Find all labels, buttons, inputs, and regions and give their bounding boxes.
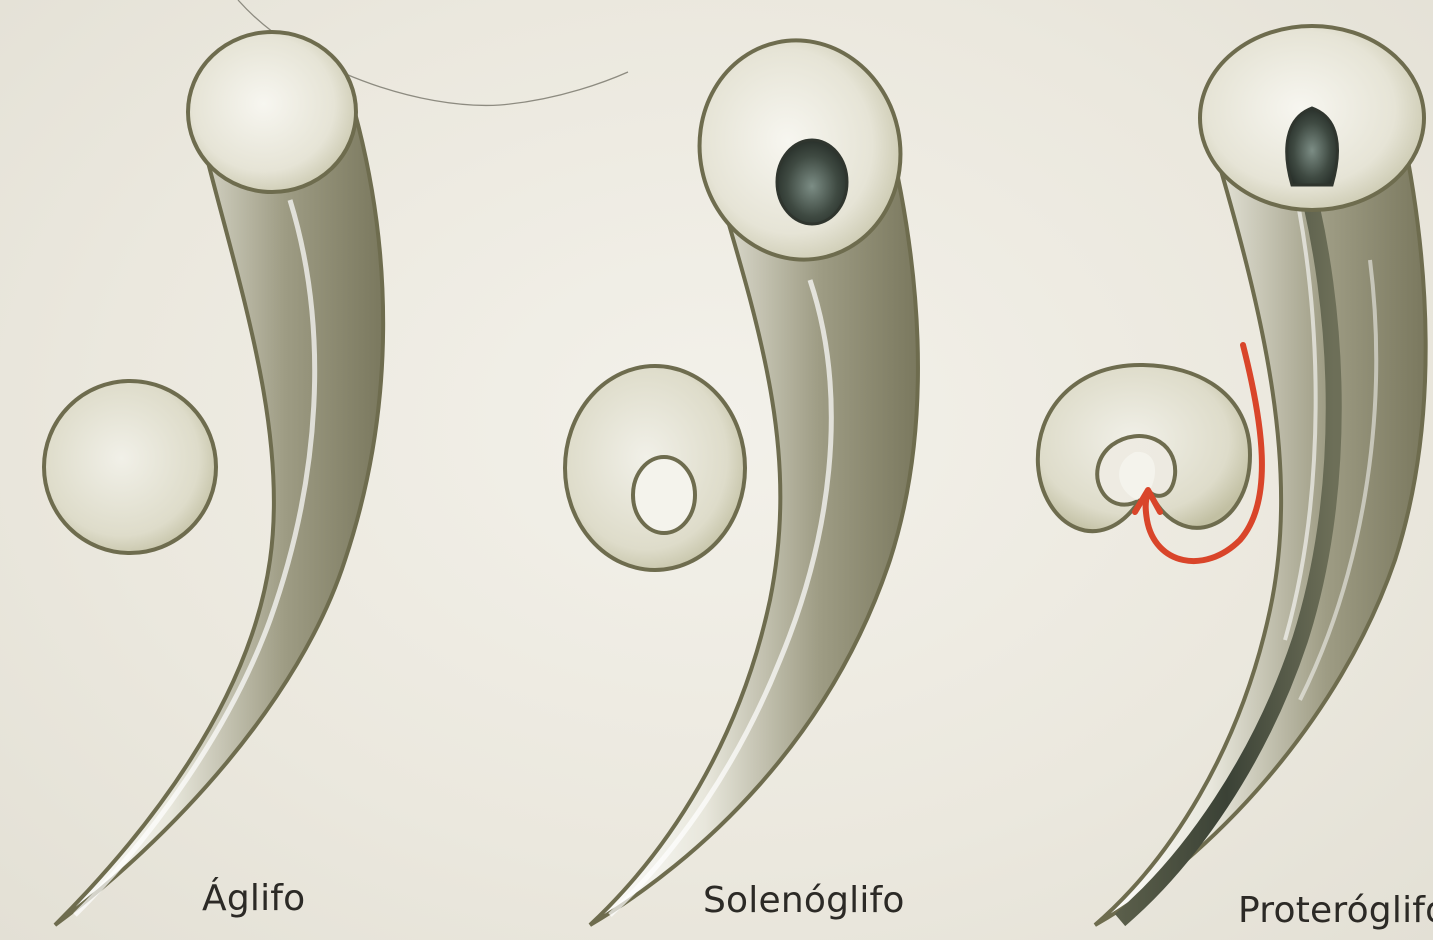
label-solenoglifo: Solenóglifo xyxy=(703,880,905,921)
solenoglifo-cross-section xyxy=(565,366,745,570)
label-proteroglifo: Proteróglifo xyxy=(1238,890,1433,931)
aglifo-cross-section xyxy=(44,381,216,553)
label-aglifo: Áglifo xyxy=(202,878,305,919)
